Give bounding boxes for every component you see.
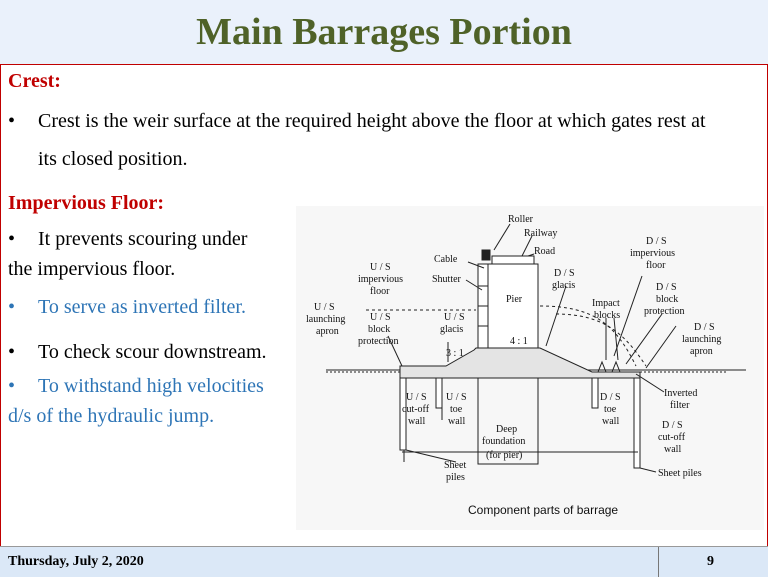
label-cable: Cable [434, 254, 458, 265]
label-us-toe-1: U / S [446, 392, 467, 403]
label-ds-block-2: block [656, 294, 678, 305]
label-ds-toe-2: toe [604, 404, 617, 415]
ds-toe-wall [591, 377, 599, 409]
impervious-item3: • To check scour downstream. [8, 341, 267, 364]
impervious-item1: • It prevents scouring under [8, 228, 247, 251]
road-deck [491, 255, 535, 265]
impact-blocks [597, 360, 621, 373]
label-us-glacis-2: glacis [440, 324, 463, 335]
label-us-toe-2: toe [450, 404, 463, 415]
label-us-launch-1: U / S [314, 302, 335, 313]
barrage-diagram: Roller Railway Road Cable Shutter Pier U… [296, 206, 764, 530]
label-road: Road [534, 246, 555, 257]
label-pier: Pier [506, 294, 523, 305]
label-us-cut-1: U / S [406, 392, 427, 403]
footer-divider [658, 547, 659, 577]
label-deep-1: Deep [496, 424, 517, 435]
label-ds-imp-1: D / S [646, 236, 667, 247]
label-us-cut-2: cut-off [402, 404, 430, 415]
bullet: • [8, 110, 16, 132]
label-us-imp-1: U / S [370, 262, 391, 273]
label-us-imp-3: floor [370, 286, 390, 297]
crest-text-line2: its closed position. [38, 148, 188, 170]
label-ds-toe-1: D / S [600, 392, 621, 403]
roller-cap [481, 249, 491, 261]
label-us-launch-3: apron [316, 326, 339, 337]
page-number: 9 [707, 554, 714, 569]
bullet: • [8, 341, 16, 363]
label-ds-cut-3: wall [664, 444, 681, 455]
label-ds-cut-1: D / S [662, 420, 683, 431]
label-sheet-2: piles [446, 472, 465, 483]
label-sheet-1: Sheet [444, 460, 466, 471]
bullet: • [8, 296, 16, 318]
label-slope-us: 3 : 1 [446, 348, 464, 359]
label-us-cut-3: wall [408, 416, 425, 427]
label-us-block-2: block [368, 324, 390, 335]
impervious-item2-text: To serve as inverted filter. [38, 296, 246, 318]
label-us-launch-2: launching [306, 314, 345, 325]
title-bar: Main Barrages Portion [0, 0, 768, 65]
crest-heading: Crest: [8, 70, 61, 92]
label-inverted-2: filter [670, 400, 690, 411]
us-toe-wall [435, 377, 443, 409]
barrage-floor [399, 347, 641, 379]
ds-cutoff-wall [633, 377, 641, 469]
label-shutter: Shutter [432, 274, 462, 285]
footer-bar: Thursday, July 2, 2020 9 [0, 546, 768, 577]
label-ds-glacis-2: glacis [552, 280, 575, 291]
crest-text-line1: Crest is the weir surface at the require… [38, 110, 706, 132]
impervious-item2: • To serve as inverted filter. [8, 296, 246, 319]
label-ds-glacis-1: D / S [554, 268, 575, 279]
impervious-item4-line1: To withstand high velocities [38, 375, 264, 397]
crest-bullet-line1: • Crest is the weir surface at the requir… [8, 110, 706, 133]
impervious-item4-line2: d/s of the hydraulic jump. [8, 405, 215, 427]
diagram-caption: Component parts of barrage [468, 503, 618, 517]
impervious-item1-line1: It prevents scouring under [38, 228, 248, 250]
label-ds-launch-2: launching [682, 334, 721, 345]
label-us-block-3: protection [358, 336, 399, 347]
label-sheet-ds: Sheet piles [658, 468, 702, 479]
label-impact-2: blocks [594, 310, 620, 321]
impervious-heading: Impervious Floor: [8, 192, 165, 214]
label-ds-block-1: D / S [656, 282, 677, 293]
label-slope-ds: 4 : 1 [510, 336, 528, 347]
impervious-item1-line2: the impervious floor. [8, 258, 176, 280]
impervious-item3-text: To check scour downstream. [38, 341, 267, 363]
label-ds-launch-3: apron [690, 346, 713, 357]
label-ds-imp-3: floor [646, 260, 666, 271]
label-ds-block-3: protection [644, 306, 685, 317]
bullet: • [8, 228, 16, 250]
label-ds-cut-2: cut-off [658, 432, 686, 443]
us-cutoff-wall [399, 377, 407, 451]
label-railway: Railway [524, 228, 557, 239]
impervious-item4: • To withstand high velocities [8, 375, 264, 398]
label-us-block-1: U / S [370, 312, 391, 323]
bullet: • [8, 375, 16, 397]
label-us-toe-3: wall [448, 416, 465, 427]
slide-title: Main Barrages Portion [196, 11, 572, 53]
label-impact-1: Impact [592, 298, 620, 309]
label-ds-toe-3: wall [602, 416, 619, 427]
label-us-imp-2: impervious [358, 274, 403, 285]
label-deep-2: foundation [482, 436, 525, 447]
label-ds-launch-1: D / S [694, 322, 715, 333]
label-ds-imp-2: impervious [630, 248, 675, 259]
label-deep-3: (for pier) [486, 450, 522, 461]
deep-foundation [477, 378, 539, 465]
label-inverted-1: Inverted [664, 388, 697, 399]
label-us-glacis-1: U / S [444, 312, 465, 323]
footer-date: Thursday, July 2, 2020 [8, 554, 144, 569]
label-roller: Roller [508, 214, 534, 225]
